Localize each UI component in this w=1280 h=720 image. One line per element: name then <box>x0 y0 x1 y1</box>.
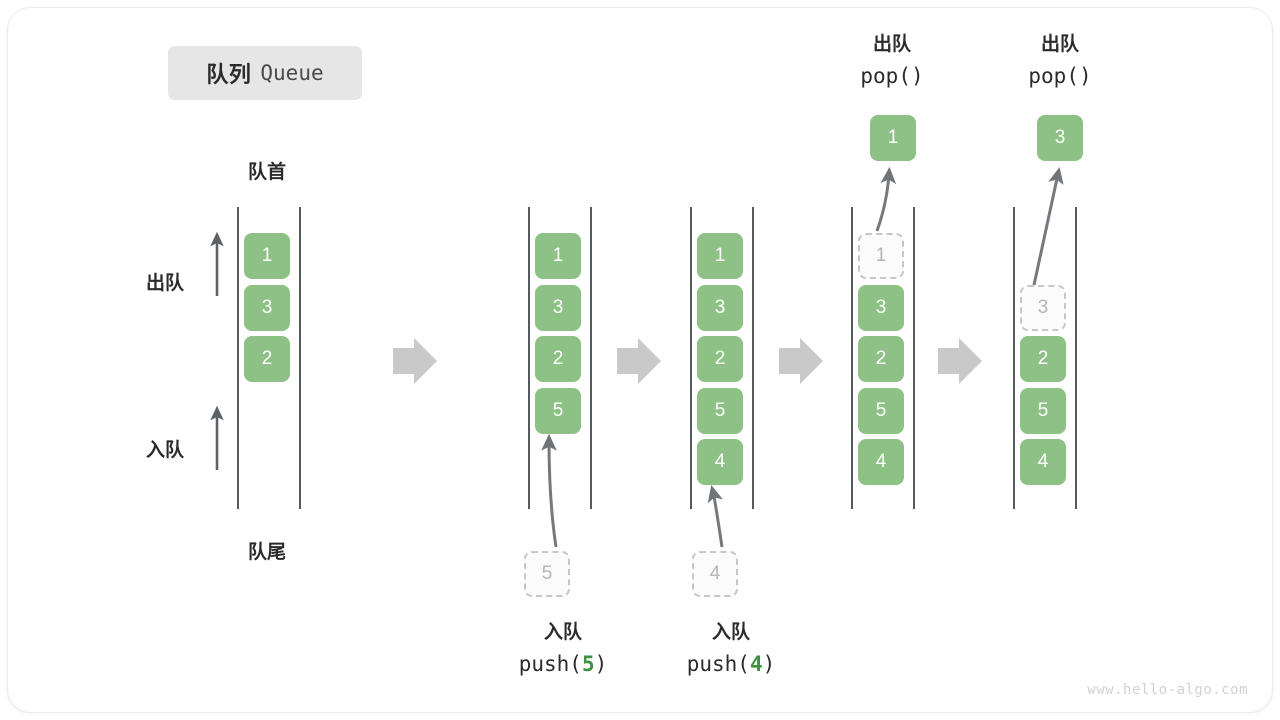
queue-element: 1 <box>858 233 904 279</box>
label-queue-front: 队首 <box>247 162 286 183</box>
queue-rail-right <box>752 207 754 509</box>
caption-pop-2-cn: 出队 <box>1040 34 1079 55</box>
queue-element: 4 <box>697 439 743 485</box>
popped-element-2: 3 <box>1037 115 1083 161</box>
caption-push-5-cn: 入队 <box>543 622 582 643</box>
queue-rail-left <box>237 207 239 509</box>
caption-pop-1-cn: 出队 <box>872 34 911 55</box>
push-4-suffix: ) <box>762 652 776 676</box>
queue-element: 3 <box>697 284 743 331</box>
caption-push-4-cn: 入队 <box>711 622 750 643</box>
queue-rail-right <box>913 207 915 509</box>
diagram-card <box>8 8 1272 712</box>
queue-rail-right <box>1075 207 1077 509</box>
incoming-element-4: 4 <box>692 551 738 597</box>
queue-rail-left <box>851 207 853 509</box>
queue-element: 2 <box>1020 336 1066 382</box>
queue-element: 4 <box>1020 439 1066 485</box>
queue-element: 3 <box>244 284 290 331</box>
queue-rail-right <box>590 207 592 509</box>
popped-element-1: 1 <box>870 115 916 161</box>
push-5-value: 5 <box>581 652 595 676</box>
caption-pop-2-code: pop() <box>1028 64 1092 88</box>
caption-push-5-code: push(5) <box>470 648 656 680</box>
queue-element: 1 <box>697 233 743 279</box>
queue-element: 1 <box>535 233 581 279</box>
queue-element: 5 <box>535 387 581 434</box>
diagram-title-chip: 队列 Queue <box>168 46 362 100</box>
diagram-title-cn: 队列 <box>206 62 252 87</box>
queue-element: 3 <box>535 284 581 331</box>
push-5-prefix: push( <box>518 652 582 676</box>
queue-element: 2 <box>535 336 581 382</box>
diagram-title-en: Queue <box>260 61 324 85</box>
queue-element: 3 <box>1020 284 1066 331</box>
caption-pop-1-code: pop() <box>860 64 924 88</box>
queue-rail-right <box>299 207 301 509</box>
label-dequeue-direction: 出队 <box>146 273 185 294</box>
queue-element: 1 <box>244 233 290 279</box>
queue-element: 3 <box>858 284 904 331</box>
label-queue-rear: 队尾 <box>247 542 286 563</box>
caption-pop-2: 出队 pop() <box>990 30 1130 92</box>
queue-element: 4 <box>858 439 904 485</box>
caption-push-5: 入队 push(5) <box>470 618 656 680</box>
queue-rail-left <box>528 207 530 509</box>
push-5-suffix: ) <box>594 652 608 676</box>
push-4-value: 4 <box>749 652 763 676</box>
caption-pop-1: 出队 pop() <box>822 30 962 92</box>
site-watermark: www.hello-algo.com <box>1087 682 1248 698</box>
queue-rail-left <box>1013 207 1015 509</box>
push-4-prefix: push( <box>686 652 750 676</box>
queue-element: 2 <box>858 336 904 382</box>
queue-element: 5 <box>1020 387 1066 434</box>
queue-element: 5 <box>858 387 904 434</box>
queue-element: 2 <box>244 336 290 382</box>
queue-rail-left <box>690 207 692 509</box>
queue-element: 5 <box>697 387 743 434</box>
queue-element: 2 <box>697 336 743 382</box>
incoming-element-5: 5 <box>524 551 570 597</box>
caption-push-4: 入队 push(4) <box>638 618 824 680</box>
label-enqueue-direction: 入队 <box>146 440 185 461</box>
caption-push-4-code: push(4) <box>638 648 824 680</box>
